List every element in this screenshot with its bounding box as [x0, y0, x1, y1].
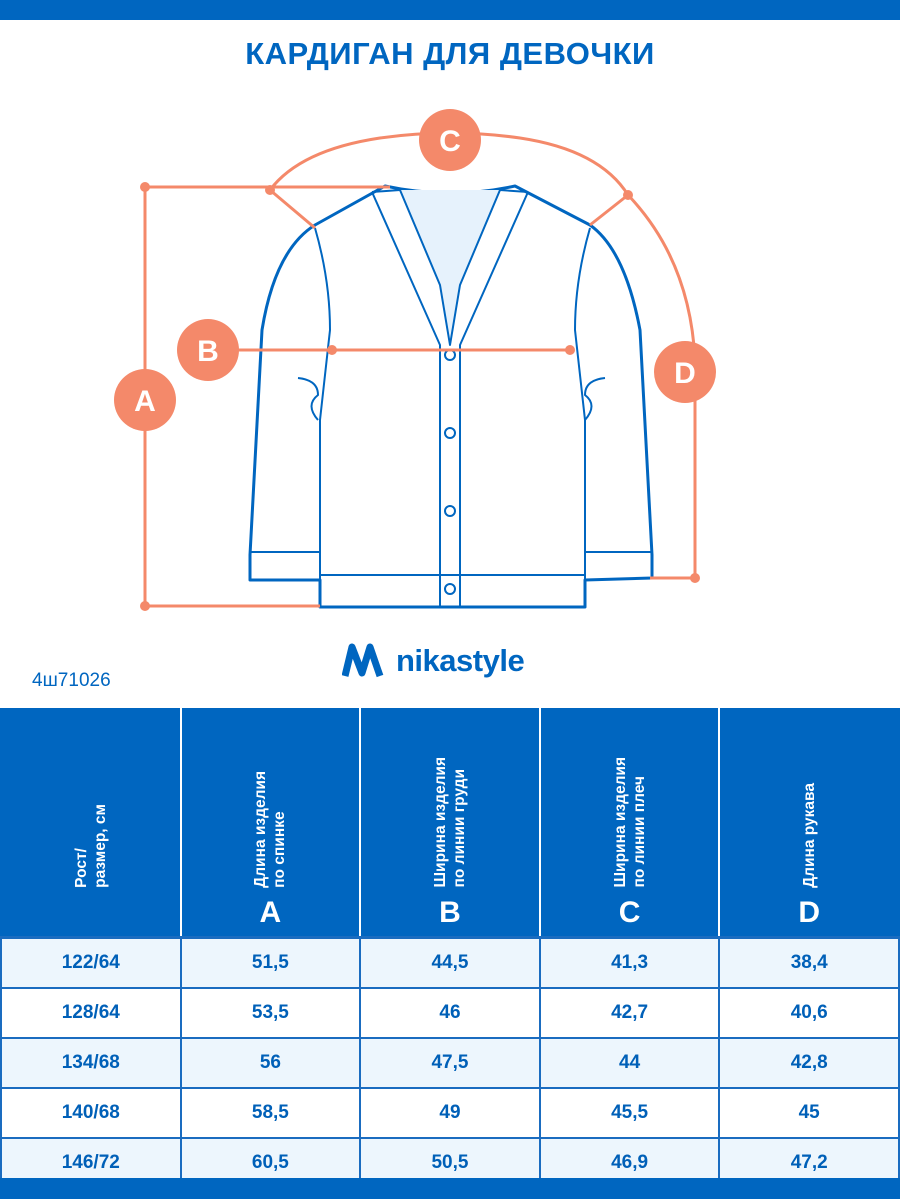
table-cell: 42,7 [538, 987, 721, 1039]
brand-logo: nikastyle [342, 643, 525, 679]
table-cell: 58,5 [179, 1087, 362, 1139]
table-cell: 44,5 [359, 936, 541, 989]
table-cell: 45,5 [538, 1087, 721, 1139]
cardigan-outline [248, 184, 654, 609]
table-header-row: Рост/ размер, см Длина изделия по спинке… [0, 708, 900, 939]
table-cell: 134/68 [0, 1037, 182, 1089]
table-cell: 44 [538, 1037, 721, 1089]
brand-name: nikastyle [396, 643, 525, 678]
table-cell: 38,4 [718, 936, 900, 989]
label-a-badge [114, 369, 176, 431]
label-d-badge [654, 341, 716, 403]
table-cell: 128/64 [0, 987, 182, 1039]
cardigan-diagram: C B A D [114, 109, 716, 611]
measurement-lines [143, 131, 697, 608]
label-c-badge [419, 109, 481, 171]
nikastyle-logo-icon [342, 643, 384, 678]
table-cell: 40,6 [718, 987, 900, 1039]
table-cell: 51,5 [179, 936, 362, 989]
table-cell: 47,5 [359, 1037, 541, 1089]
label-b: B [197, 335, 219, 368]
label-b-badge [177, 319, 239, 381]
size-table: Рост/ размер, см Длина изделия по спинке… [0, 708, 900, 1189]
table-cell: 140/68 [0, 1087, 182, 1139]
label-a: A [134, 385, 156, 418]
table-cell: 49 [359, 1087, 541, 1139]
table-cell: 122/64 [0, 936, 182, 989]
bottom-bar [0, 1178, 900, 1199]
article-number: 4ш71026 [32, 670, 111, 691]
header-size: Рост/ размер, см [0, 708, 182, 939]
table-cell: 53,5 [179, 987, 362, 1039]
table-cell: 41,3 [538, 936, 721, 989]
top-bar [0, 0, 900, 20]
table-cell: 46 [359, 987, 541, 1039]
label-c: C [439, 125, 461, 158]
table-cell: 45 [718, 1087, 900, 1139]
table-cell: 56 [179, 1037, 362, 1089]
page-title: КАРДИГАН ДЛЯ ДЕВОЧКИ [245, 36, 655, 71]
table-cell: 42,8 [718, 1037, 900, 1089]
label-d: D [674, 357, 696, 390]
